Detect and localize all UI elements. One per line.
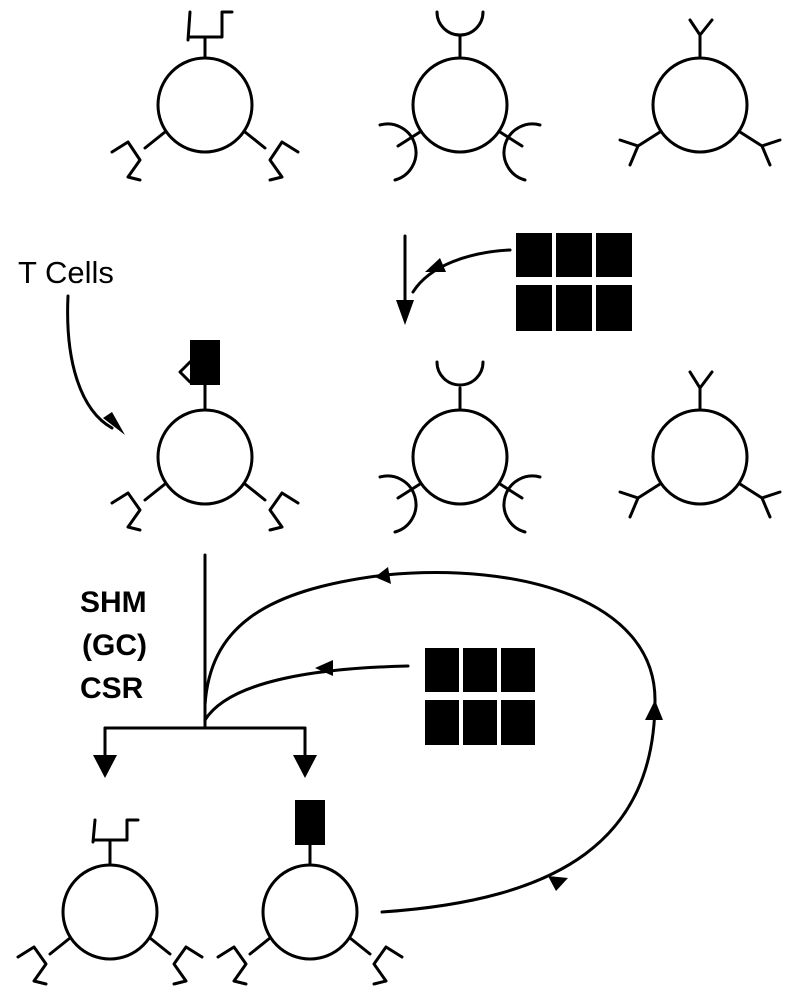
b-cell-antigen-bound: [216, 800, 404, 986]
b-cell-bracket-receptor: [110, 10, 300, 182]
t-cells-label: T Cells: [18, 255, 114, 290]
b-cell-cup-receptor: [378, 360, 542, 534]
b-cell-row-outcomes: [16, 800, 404, 986]
t-cells-arrow: [66, 294, 125, 435]
antigen-cluster: [516, 233, 632, 331]
antigen-cluster: [425, 648, 535, 745]
b-cell-cup-receptor: [378, 10, 542, 182]
b-cell-bracket-receptor: [16, 818, 204, 986]
shm-label: SHM: [80, 586, 147, 619]
b-cell-antigen-bound: [110, 340, 300, 532]
feedback-loop: [203, 567, 663, 914]
selection-arrow: [396, 234, 512, 325]
b-cell-y-receptor: [618, 18, 782, 167]
b-cell-row-activated: [110, 340, 782, 534]
csr-label: CSR: [80, 672, 144, 705]
b-cell-row-naive: [110, 10, 782, 182]
gc-label: (GC): [82, 629, 147, 662]
b-cell-y-receptor: [618, 370, 782, 519]
